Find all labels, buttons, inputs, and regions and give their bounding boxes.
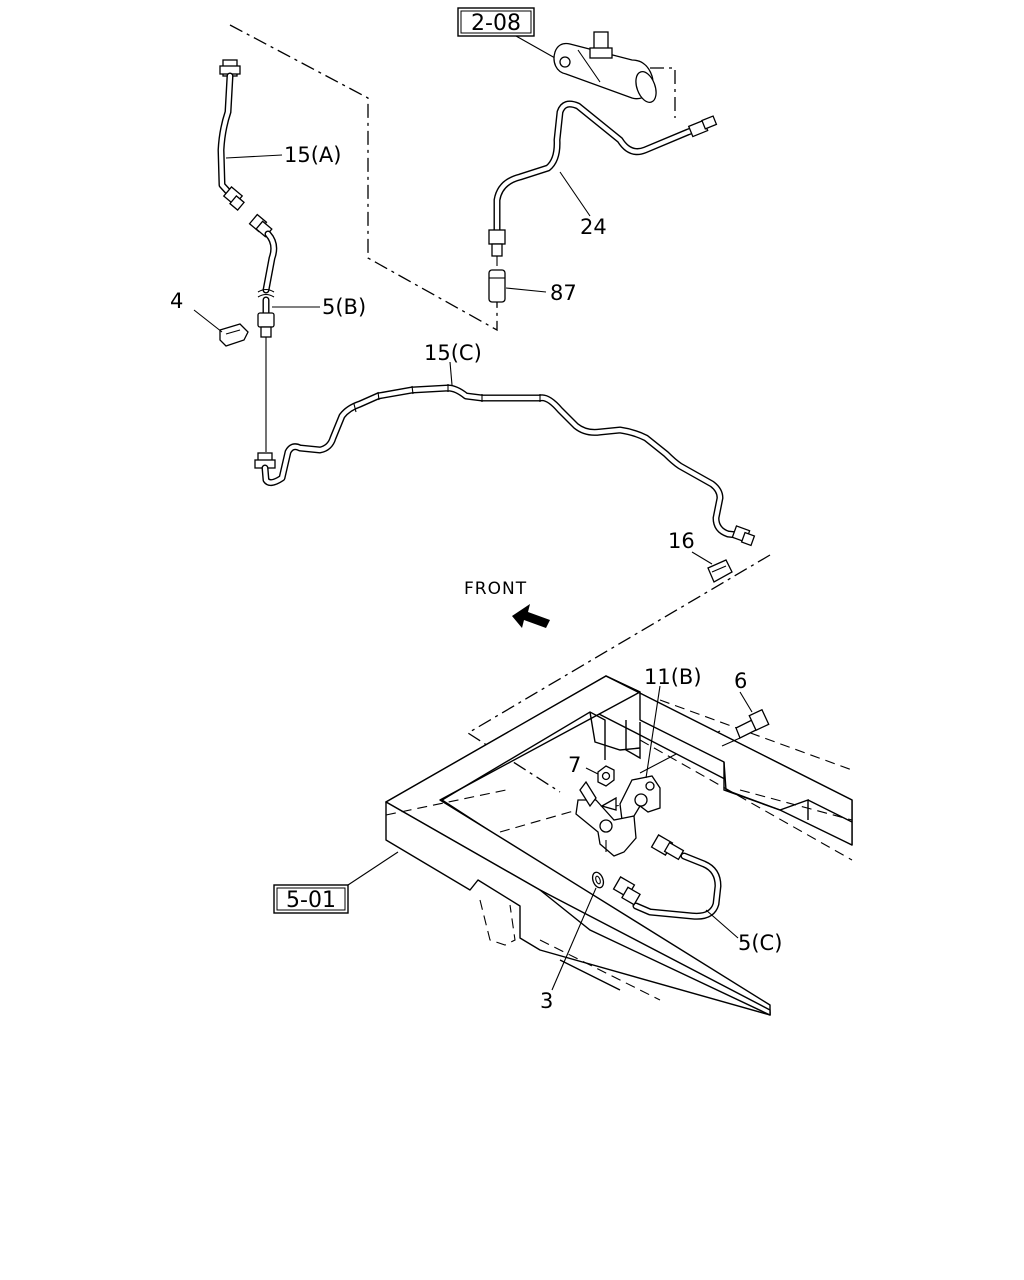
nut-7 bbox=[597, 765, 615, 787]
callout-3: 3 bbox=[540, 989, 553, 1013]
callout-5c: 5(C) bbox=[738, 931, 782, 955]
callout-7: 7 bbox=[568, 753, 581, 777]
front-label: FRONT bbox=[464, 579, 527, 599]
callout-15a: 15(A) bbox=[284, 143, 341, 167]
bracket-11b bbox=[575, 775, 661, 857]
callout-4: 4 bbox=[170, 289, 183, 313]
ref-box-2-08-label: 2-08 bbox=[471, 11, 521, 36]
master-cylinder bbox=[553, 31, 657, 103]
callout-labels: 15(A) 5(B) 4 24 87 15(C) 16 11(B) 6 7 5(… bbox=[170, 143, 782, 1013]
callout-15c: 15(C) bbox=[424, 341, 482, 365]
ref-box-2-08[interactable]: 2-08 bbox=[457, 7, 535, 37]
hose-5b bbox=[248, 213, 278, 452]
clip-4 bbox=[219, 323, 249, 347]
callout-16: 16 bbox=[668, 529, 695, 553]
leader-lines bbox=[193, 154, 753, 991]
pipe-24 bbox=[488, 100, 718, 266]
clip-16 bbox=[707, 559, 733, 583]
washer-3 bbox=[591, 871, 605, 889]
ref-box-5-01-label: 5-01 bbox=[286, 888, 336, 913]
hose-5c bbox=[612, 834, 722, 920]
callout-24: 24 bbox=[580, 215, 607, 239]
ref-box-5-01[interactable]: 5-01 bbox=[273, 884, 349, 914]
callout-5b: 5(B) bbox=[322, 295, 366, 319]
arrow-left-icon bbox=[512, 604, 550, 628]
callout-6: 6 bbox=[734, 669, 747, 693]
bolt-6 bbox=[721, 708, 770, 747]
union-87 bbox=[488, 269, 506, 303]
pipe-15a bbox=[217, 59, 245, 211]
chassis-frame bbox=[385, 675, 853, 1016]
callout-87: 87 bbox=[550, 281, 577, 305]
callout-11b: 11(B) bbox=[644, 665, 702, 689]
pipe-15c bbox=[254, 384, 756, 547]
